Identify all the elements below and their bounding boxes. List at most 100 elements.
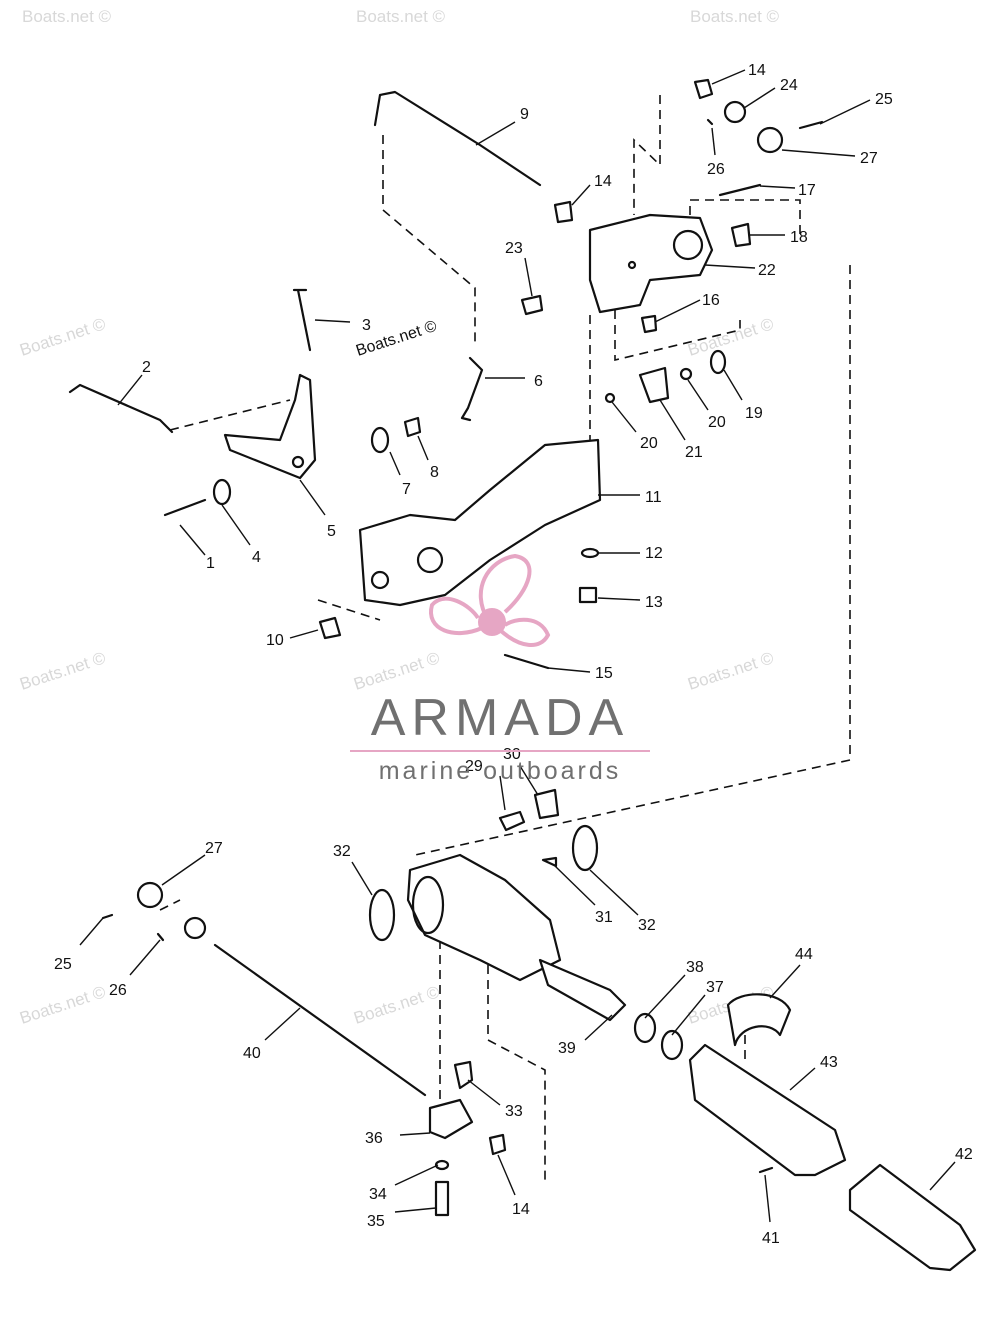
part-spring-20-lower: [604, 392, 616, 404]
callout-label-26-top: 26: [707, 161, 725, 178]
part-washer-34: [434, 1159, 450, 1171]
callout-label-12: 12: [645, 545, 663, 562]
part-clip-6: [460, 356, 484, 422]
part-bracket-11: [358, 438, 602, 607]
part-block-33: [453, 1060, 474, 1090]
callout-label-39: 39: [558, 1040, 576, 1057]
part-setscrew-26-top: [706, 118, 714, 126]
callout-label-27-top: 27: [860, 150, 878, 167]
part-nut-14-mid: [553, 200, 574, 224]
callout-label-14-top: 14: [748, 62, 766, 79]
part-setscrew-26-lower: [156, 932, 165, 942]
part-nut-31: [541, 856, 558, 868]
callout-label-23: 23: [505, 240, 523, 257]
watermark-text: Boats.net ©: [17, 648, 108, 694]
callout-label-29: 29: [465, 758, 483, 775]
watermark-text: Boats.net ©: [17, 982, 108, 1028]
part-screw-3: [292, 288, 312, 352]
watermark-text: Boats.net ©: [690, 7, 780, 26]
brand-tagline: marine outboards: [378, 757, 622, 785]
part-pin-17: [718, 183, 762, 197]
callout-label-44: 44: [795, 946, 813, 963]
callout-label-21: 21: [685, 444, 703, 461]
callout-label-11: 11: [645, 489, 662, 506]
part-bolt-1: [163, 498, 207, 517]
part-ring-38: [633, 1012, 657, 1044]
callout-label-41: 41: [762, 1230, 780, 1247]
callout-label-14-lower: 14: [512, 1201, 530, 1218]
part-block-10: [318, 616, 342, 640]
callout-label-24: 24: [780, 77, 798, 94]
part-spring-20-upper: [679, 367, 693, 381]
part-pin-25-lower: [101, 913, 114, 920]
part-pin-25-top: [798, 120, 824, 130]
watermark-text: Boats.net ©: [351, 982, 442, 1028]
part-washer-4: [212, 478, 232, 506]
part-washer-12: [580, 547, 600, 559]
callout-label-15: 15: [595, 665, 613, 682]
callout-label-34: 34: [369, 1186, 387, 1203]
callout-label-2: 2: [142, 359, 151, 376]
callout-label-18: 18: [790, 229, 808, 246]
part-rod-9: [373, 90, 542, 187]
part-washer-7: [370, 426, 390, 454]
watermark-text: Boats.net ©: [685, 648, 776, 694]
propeller-logo: [428, 553, 551, 648]
part-link-2: [68, 383, 174, 434]
callout-labels: 1 2 3 4 5 6 7 8 9 10 11 12 13 14 14 14 1…: [54, 62, 973, 1247]
part-clamp-44: [726, 993, 792, 1047]
watermark-text: Boats.net ©: [351, 648, 442, 694]
watermark-text: Boats.net ©: [17, 314, 108, 360]
part-ring-37: [660, 1029, 684, 1061]
callout-label-8: 8: [430, 464, 439, 481]
part-nut-29: [498, 810, 526, 832]
part-bracket-22: [588, 213, 714, 314]
callout-label-27-lower: 27: [205, 840, 223, 857]
callout-label-1: 1: [206, 555, 215, 572]
callout-label-6: 6: [534, 373, 543, 390]
callout-label-5: 5: [327, 523, 336, 540]
callout-label-17: 17: [798, 182, 816, 199]
callout-label-16: 16: [702, 292, 720, 309]
callout-label-32-right: 32: [638, 917, 656, 934]
callout-label-26-lower: 26: [109, 982, 127, 999]
part-washer-32-right: [571, 824, 599, 872]
callout-label-14-mid: 14: [594, 173, 612, 190]
callout-label-10: 10: [266, 632, 284, 649]
part-nut-8: [403, 416, 422, 438]
part-collar-26-lower: [183, 916, 207, 940]
part-fitting-16: [640, 314, 658, 334]
callout-leaders: [79, 69, 956, 1223]
brand-divider: [350, 750, 650, 752]
part-collar-24: [723, 100, 747, 124]
watermark-text: Boats.net ©: [356, 7, 446, 26]
callout-label-42: 42: [955, 1146, 973, 1163]
callout-label-20-upper: 20: [708, 414, 726, 431]
callout-label-20-lower: 20: [640, 435, 658, 452]
part-lever-21: [638, 366, 670, 404]
part-bushing-30: [533, 788, 560, 820]
callout-label-13: 13: [645, 594, 663, 611]
part-screw-18: [730, 222, 752, 248]
callout-label-19: 19: [745, 405, 763, 422]
part-screw-13: [578, 586, 598, 604]
callout-label-3: 3: [362, 317, 371, 334]
callout-label-38: 38: [686, 959, 704, 976]
part-knob-27-lower: [136, 881, 164, 909]
part-tube-39: [538, 958, 627, 1022]
callout-label-43: 43: [820, 1054, 838, 1071]
part-housing: [406, 853, 562, 982]
part-pin-41: [758, 1166, 774, 1174]
part-knob-27-top: [756, 126, 784, 154]
callout-label-25-top: 25: [875, 91, 893, 108]
callout-label-40: 40: [243, 1045, 261, 1062]
callout-label-32-left: 32: [333, 843, 351, 860]
callout-label-36: 36: [365, 1130, 383, 1147]
part-pin-15: [503, 653, 550, 670]
brand-name: ARMADA: [370, 689, 630, 747]
watermark-text: Boats.net ©: [22, 7, 112, 26]
part-drawings: [68, 78, 977, 1272]
callout-label-4: 4: [252, 549, 261, 566]
